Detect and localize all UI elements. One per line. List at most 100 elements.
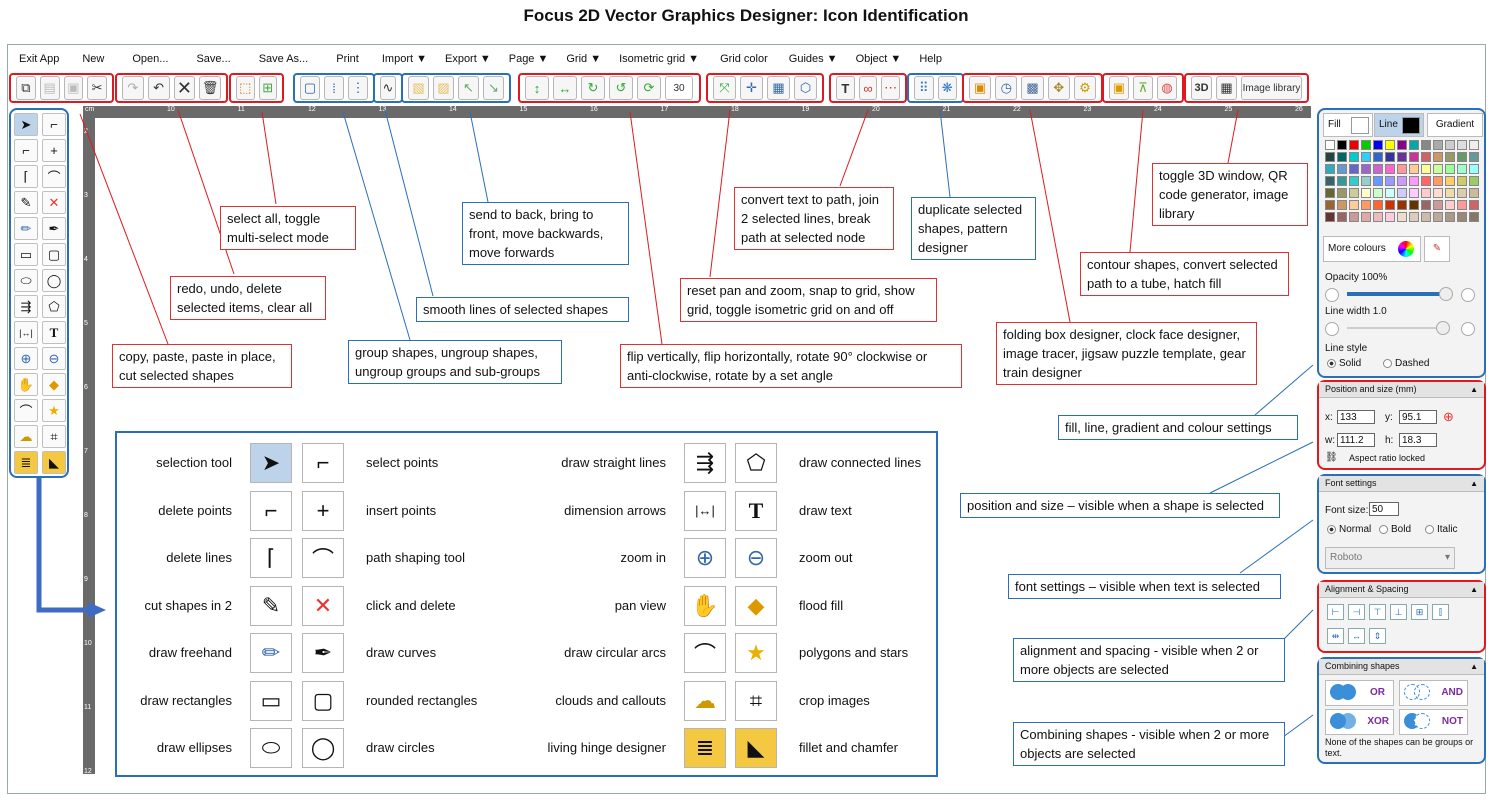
color-swatch[interactable] xyxy=(1421,200,1431,210)
show-grid-icon[interactable]: ▦ xyxy=(767,76,790,100)
freehand-button[interactable]: ✏ xyxy=(14,217,38,240)
color-swatch[interactable] xyxy=(1349,200,1359,210)
align-center-icon[interactable]: ⊣ xyxy=(1348,604,1365,620)
move-backwards-icon[interactable]: ↖ xyxy=(458,76,479,100)
color-swatch[interactable] xyxy=(1325,140,1335,150)
color-swatch[interactable] xyxy=(1373,200,1383,210)
color-swatch[interactable] xyxy=(1349,140,1359,150)
color-swatch[interactable] xyxy=(1409,152,1419,162)
color-swatch[interactable] xyxy=(1361,212,1371,222)
qr-code-icon[interactable]: ▦ xyxy=(1216,76,1238,100)
font-settings-header[interactable]: Font settings xyxy=(1319,476,1484,492)
color-swatch[interactable] xyxy=(1445,176,1455,186)
break-path-icon[interactable]: ⋯ xyxy=(881,76,901,100)
color-swatch[interactable] xyxy=(1409,176,1419,186)
bring-to-front-icon[interactable]: ▨ xyxy=(433,76,454,100)
color-swatch[interactable] xyxy=(1373,152,1383,162)
color-swatch[interactable] xyxy=(1469,164,1479,174)
color-swatch[interactable] xyxy=(1421,140,1431,150)
color-swatch[interactable] xyxy=(1325,176,1335,186)
clear-all-icon[interactable]: 🗑 xyxy=(199,76,221,100)
multi-select-icon[interactable]: ⊞ xyxy=(258,76,277,100)
color-swatch[interactable] xyxy=(1361,200,1371,210)
position-size-header[interactable]: Position and size (mm) xyxy=(1319,382,1484,398)
color-swatch[interactable] xyxy=(1373,164,1383,174)
align-bottom-icon[interactable]: ⫿ xyxy=(1432,604,1449,620)
not-button[interactable]: NOT xyxy=(1399,709,1468,735)
color-swatch[interactable] xyxy=(1373,176,1383,186)
text-button[interactable]: T xyxy=(42,321,66,344)
color-swatch[interactable] xyxy=(1457,212,1467,222)
select-all-icon[interactable]: ⬚ xyxy=(236,76,255,100)
menu-exit-app[interactable]: Exit App xyxy=(19,53,60,65)
color-swatch[interactable] xyxy=(1385,176,1395,186)
color-swatch[interactable] xyxy=(1373,140,1383,150)
color-swatch[interactable] xyxy=(1433,164,1443,174)
rotate-anticlockwise-icon[interactable]: ↺ xyxy=(609,76,633,100)
flip-vertical-icon[interactable]: ↕ xyxy=(525,76,549,100)
distribute-horizontal-icon[interactable]: ⇹ xyxy=(1327,628,1344,644)
circle-button[interactable]: ◯ xyxy=(42,269,66,292)
color-swatch[interactable] xyxy=(1337,212,1347,222)
color-swatch[interactable] xyxy=(1349,176,1359,186)
move-forwards-icon[interactable]: ↘ xyxy=(483,76,504,100)
color-swatch[interactable] xyxy=(1337,140,1347,150)
folding-box-icon[interactable]: ▣ xyxy=(969,76,992,100)
hinge-button[interactable]: ≣ xyxy=(14,451,38,474)
color-swatch[interactable] xyxy=(1385,164,1395,174)
gradient-tab[interactable]: Gradient xyxy=(1427,113,1483,137)
color-swatch[interactable] xyxy=(1385,212,1395,222)
rotate-clockwise-icon[interactable]: ↻ xyxy=(581,76,605,100)
redo-icon[interactable]: ↷ xyxy=(122,76,144,100)
color-swatch[interactable] xyxy=(1397,212,1407,222)
color-swatch[interactable] xyxy=(1469,200,1479,210)
color-swatch[interactable] xyxy=(1421,212,1431,222)
delete-icon[interactable]: ✕ xyxy=(173,76,196,100)
color-swatch[interactable] xyxy=(1385,200,1395,210)
reset-pan-zoom-icon[interactable]: ⤧ xyxy=(713,76,736,100)
delete-points-button[interactable]: ⌐ xyxy=(14,139,38,162)
color-swatch[interactable] xyxy=(1397,176,1407,186)
jigsaw-icon[interactable]: ✥ xyxy=(1047,76,1070,100)
color-swatch[interactable] xyxy=(1457,140,1467,150)
color-swatch[interactable] xyxy=(1397,188,1407,198)
connected-lines-button[interactable]: ⬠ xyxy=(42,295,66,318)
dimension-button[interactable]: |↔| xyxy=(14,321,38,344)
color-swatch[interactable] xyxy=(1457,200,1467,210)
color-swatch[interactable] xyxy=(1433,152,1443,162)
copy-icon[interactable]: ⧉ xyxy=(16,76,36,100)
color-swatch[interactable] xyxy=(1457,176,1467,186)
text-to-path-icon[interactable]: T xyxy=(836,76,855,100)
delete-lines-button[interactable]: ⌈ xyxy=(14,165,38,188)
isometric-grid-icon[interactable]: ⬡ xyxy=(794,76,817,100)
color-swatch[interactable] xyxy=(1457,164,1467,174)
color-swatch[interactable] xyxy=(1421,188,1431,198)
color-swatch[interactable] xyxy=(1469,176,1479,186)
menu-help[interactable]: Help xyxy=(919,53,942,65)
h-input[interactable]: 18.3 xyxy=(1399,433,1437,447)
eyedropper-icon[interactable]: ✎ xyxy=(1424,236,1450,262)
hatch-fill-icon[interactable]: ◍ xyxy=(1157,76,1177,100)
click-delete-button[interactable]: ✕ xyxy=(42,191,66,214)
smooth-icon[interactable]: ∿ xyxy=(380,76,396,100)
contour-icon[interactable]: ▣ xyxy=(1109,76,1129,100)
font-size-input[interactable]: 50 xyxy=(1369,502,1399,516)
distribute-vertical-icon[interactable]: ⇕ xyxy=(1369,628,1386,644)
cut-shapes-button[interactable]: ✎ xyxy=(14,191,38,214)
color-swatch[interactable] xyxy=(1349,188,1359,198)
color-swatch[interactable] xyxy=(1361,176,1371,186)
color-swatch[interactable] xyxy=(1445,200,1455,210)
undo-icon[interactable]: ↶ xyxy=(147,76,170,100)
color-swatch[interactable] xyxy=(1349,164,1359,174)
pattern-designer-icon[interactable]: ❋ xyxy=(937,76,957,100)
color-swatch[interactable] xyxy=(1433,188,1443,198)
color-swatch[interactable] xyxy=(1397,164,1407,174)
image-library-button[interactable]: Image library xyxy=(1241,76,1302,100)
color-swatch[interactable] xyxy=(1337,152,1347,162)
color-swatch[interactable] xyxy=(1433,200,1443,210)
color-swatch[interactable] xyxy=(1409,188,1419,198)
color-swatch[interactable] xyxy=(1457,152,1467,162)
crop-button[interactable]: ⌗ xyxy=(42,425,66,448)
menu-guides[interactable]: Guides ▼ xyxy=(788,53,838,65)
color-swatch[interactable] xyxy=(1361,140,1371,150)
